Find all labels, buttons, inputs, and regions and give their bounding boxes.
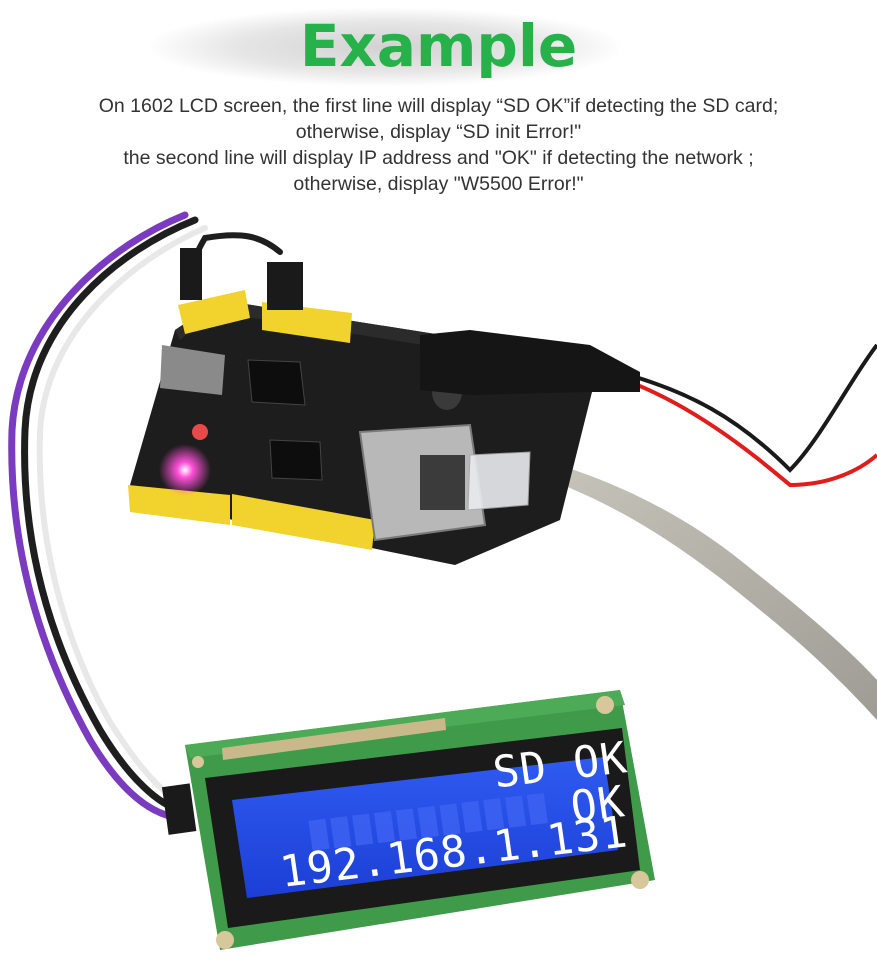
power-cable-black xyxy=(609,343,877,473)
description-line-1: On 1602 LCD screen, the first line will … xyxy=(98,95,779,117)
description-line-4: otherwise, display "W5500 Error!" xyxy=(293,173,584,195)
jumper-plug-1 xyxy=(180,248,202,300)
page-title: Example xyxy=(299,12,578,80)
led-glow xyxy=(159,444,211,496)
lcd-line-2-status: OK xyxy=(568,777,628,833)
title-brush-stroke xyxy=(150,8,620,86)
lcd-pin-header xyxy=(222,718,446,760)
description: On 1602 LCD screen, the first line will … xyxy=(0,93,877,197)
header-pins-top-left xyxy=(178,290,250,334)
ethernet-cable xyxy=(520,455,877,720)
jumper-plug-2 xyxy=(267,262,303,310)
ethernet-chip xyxy=(269,439,323,481)
header-pins-bottom-right xyxy=(232,494,375,550)
description-line-2: otherwise, display “SD init Error!" xyxy=(295,121,582,143)
lcd-character-cells xyxy=(308,793,548,851)
dc-power-jack xyxy=(420,330,640,395)
rj45-plug xyxy=(467,451,531,511)
header-pins-bottom-left xyxy=(128,485,230,525)
reset-button xyxy=(192,424,208,440)
sd-card-slot xyxy=(160,345,225,395)
lcd-wire-connector xyxy=(161,783,197,835)
power-cable-red xyxy=(609,373,877,488)
description-line-3: the second line will display IP address … xyxy=(123,147,754,169)
title-banner: Example xyxy=(0,0,877,92)
header-pins-top-right xyxy=(262,302,352,343)
microcontroller-chip xyxy=(247,359,306,406)
